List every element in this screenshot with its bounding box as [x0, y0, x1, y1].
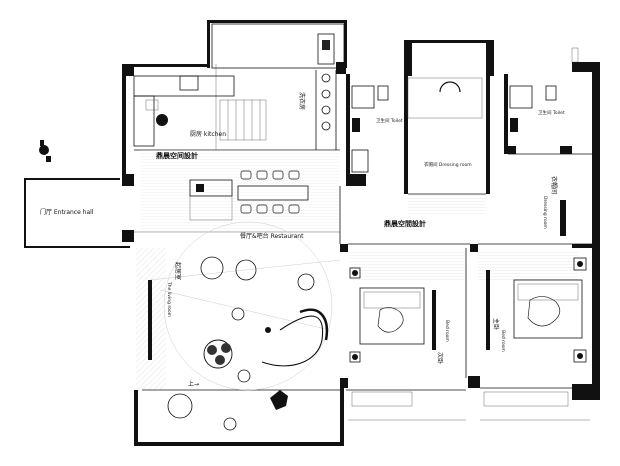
room-label-toilet-b: 卫生间 Toilet — [538, 109, 565, 116]
dining-chair — [240, 204, 252, 214]
room-label-living-en: The living room — [166, 281, 172, 317]
room-label-laundry: 洗衣房 — [298, 92, 306, 110]
bedroom-a-furniture — [349, 267, 436, 363]
room-label-kitchen: 厨房 kitchen — [190, 130, 226, 138]
dining-chair — [272, 204, 284, 214]
room-label-bedroom-a-cn: 次卧 — [436, 352, 444, 364]
dining-chair — [256, 204, 268, 214]
living-room-furniture — [148, 221, 341, 431]
room-label-living-cn: 起居室 — [174, 262, 182, 280]
room-label-bedroom-b-en: Bed room — [500, 330, 506, 352]
windows — [348, 47, 590, 421]
room-label-bedroom-b-cn: 主卧 — [492, 318, 500, 330]
entrance-figure — [39, 140, 51, 162]
room-label-dressing: 衣帽间 Dressing room — [424, 161, 472, 168]
dining-chair — [288, 170, 300, 180]
dining-chair — [240, 170, 252, 180]
room-label-cloakroom-en: Dressing room — [542, 196, 548, 229]
bedroom-b-furniture — [486, 200, 587, 363]
room-label-bedroom-a-en: Bed room — [444, 320, 450, 342]
room-label-dining: 餐厅&吧台 Restaurant — [240, 232, 304, 240]
dining-furniture — [189, 170, 309, 221]
stair-mark: 上→ — [188, 380, 199, 388]
room-label-entrance: 门厅 Entrance hall — [40, 208, 94, 216]
watermark-middle: 鼎晨空間設計 — [384, 219, 426, 228]
floor-hatching — [136, 150, 578, 390]
bathroom-fixtures — [351, 77, 557, 173]
room-label-toilet-a: 卫生间 Toilet — [376, 117, 403, 124]
dining-chair — [272, 170, 284, 180]
kitchen-fixtures — [133, 75, 267, 147]
room-label-cloakroom-cn: 衣帽间 — [550, 176, 558, 194]
laundry-fixtures — [317, 33, 335, 131]
dining-chair — [288, 204, 300, 214]
watermark-top: 鼎晨空间設計 — [156, 151, 198, 160]
dining-chair — [256, 170, 268, 180]
outer-walls — [24, 20, 600, 446]
